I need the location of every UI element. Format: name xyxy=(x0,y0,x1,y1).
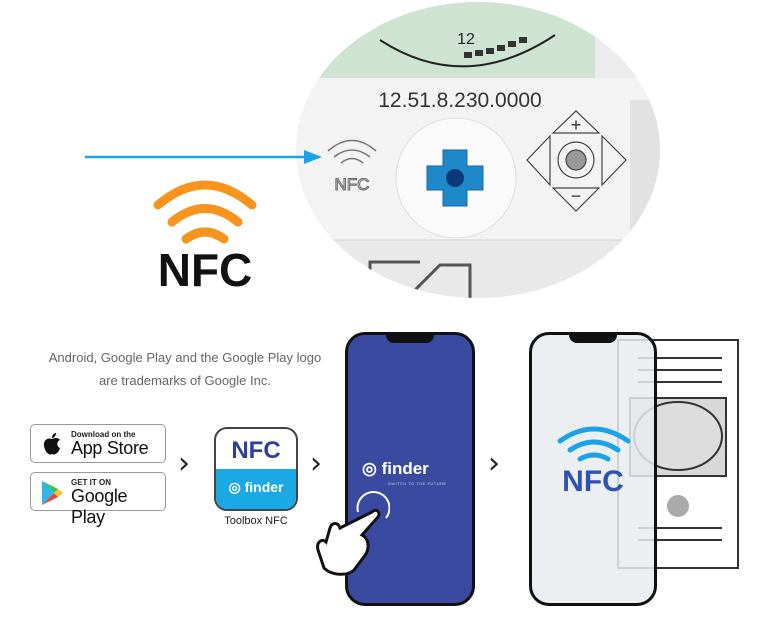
svg-text:+: + xyxy=(571,115,582,135)
app-icon-label: Toolbox NFC xyxy=(224,515,288,527)
app-icon-nfc-text: NFC xyxy=(231,437,281,464)
trademark-line-1: Android, Google Play and the Google Play… xyxy=(48,350,322,365)
phone-notch xyxy=(386,334,434,343)
nfc-waves-icon xyxy=(557,426,631,462)
svg-text:−: − xyxy=(571,186,582,206)
phone-nfc-text: NFC xyxy=(562,465,624,498)
phone-nfc-scan: NFC xyxy=(529,332,657,606)
finder-logo: ◎ finder xyxy=(362,459,429,478)
app-store-small-text: Download on the xyxy=(71,430,136,439)
nfc-logo xyxy=(153,180,257,244)
finder-tagline: SWITCH TO THE FUTURE xyxy=(388,481,447,486)
google-play-big-text: Google Play xyxy=(71,486,128,527)
trademark-line-2: are trademarks of Google Inc. xyxy=(99,373,271,388)
app-store-badge[interactable]: Download on the App Store xyxy=(30,424,166,463)
device-nfc-marking: NFC xyxy=(335,175,370,194)
device-model-number: 12.51.8.230.0000 xyxy=(378,89,542,112)
phone-notch xyxy=(569,334,617,343)
step-chevron-3: › xyxy=(488,446,500,481)
device-closeup: + − NFC 12.51.8.230.0000 12 NFC xyxy=(85,2,660,298)
google-play-icon xyxy=(42,481,63,505)
app-icon-brand: finder xyxy=(244,479,284,495)
finder-brand: finder xyxy=(381,459,429,478)
trademark-notice: Android, Google Play and the Google Play… xyxy=(20,346,350,392)
step-chevron-2: › xyxy=(310,446,322,481)
nfc-logo-text: NFC xyxy=(158,244,253,296)
arrow-head-icon xyxy=(304,150,322,164)
app-store-big-text: App Store xyxy=(71,438,149,458)
apple-icon xyxy=(43,433,60,455)
step-chevron-1: › xyxy=(178,446,190,481)
app-icon-brand-band: ◎ finder xyxy=(216,469,296,509)
tapping-hand-icon xyxy=(316,491,390,576)
google-play-badge[interactable]: GET IT ON Google Play xyxy=(30,472,166,527)
google-play-small-text: GET IT ON xyxy=(71,478,111,487)
dial-number: 12 xyxy=(457,31,475,48)
phone-finder-splash: ◎ finder SWITCH TO THE FUTURE xyxy=(345,332,475,606)
toolbox-nfc-app-icon[interactable]: NFC ◎ finder xyxy=(214,427,298,511)
